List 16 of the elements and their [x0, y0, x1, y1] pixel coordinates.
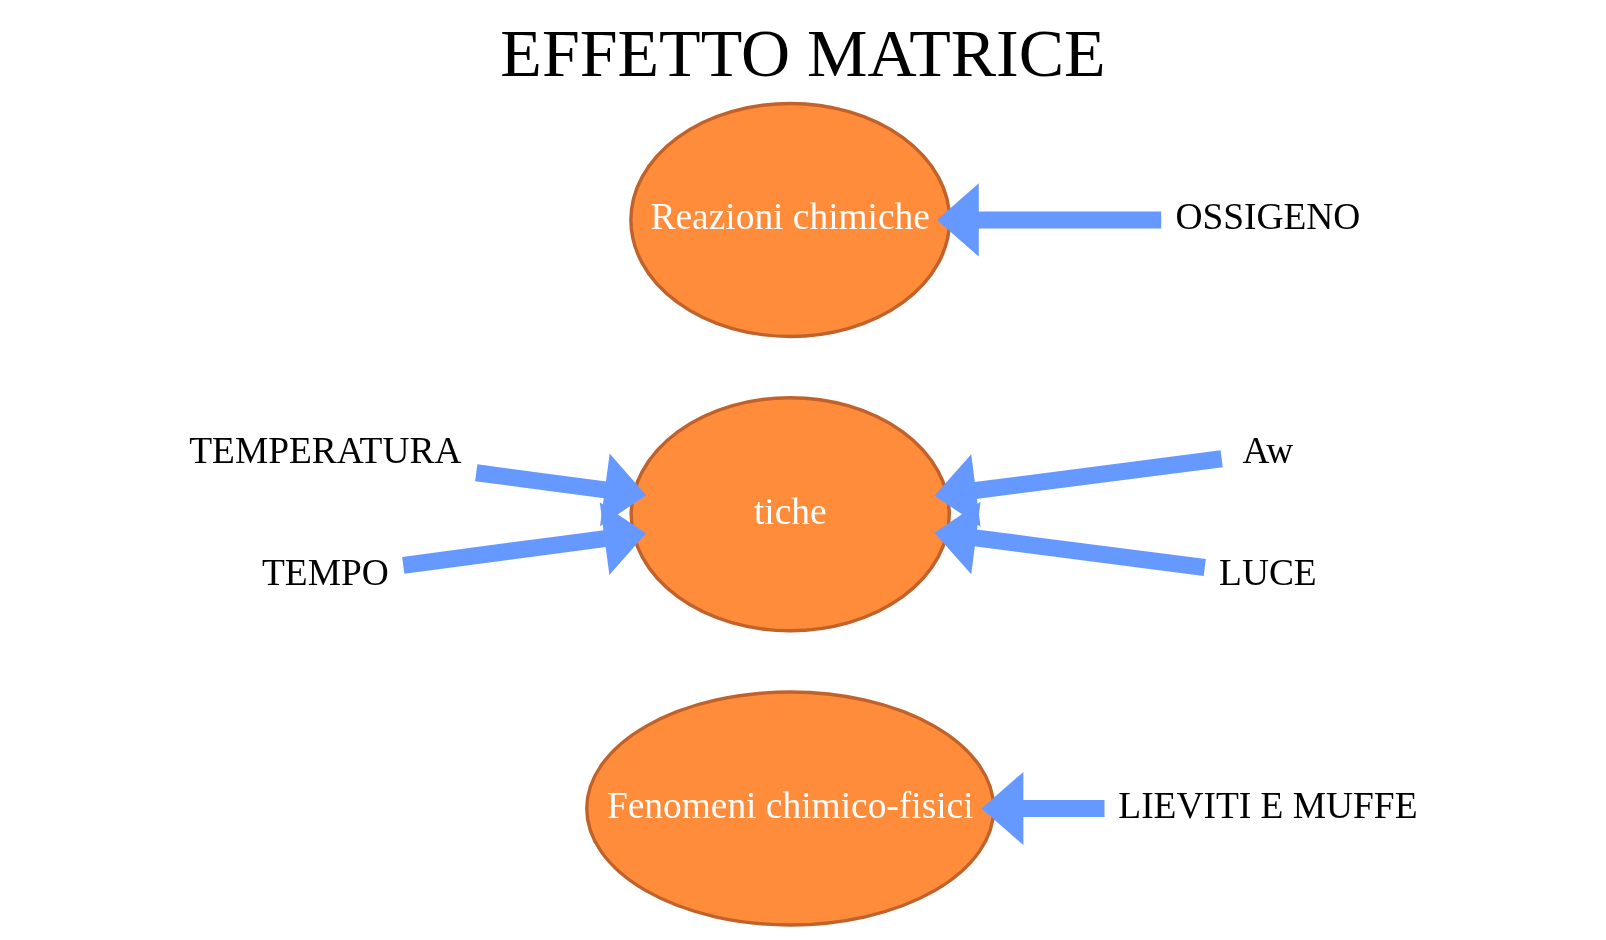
arrow	[981, 771, 1105, 846]
node-text: TEMPERATURA	[189, 429, 462, 471]
node-text: OSSIGENO	[1175, 196, 1361, 238]
node-text: TEMPO	[261, 551, 389, 593]
node-text: LIEVITI E MUFFE	[1118, 785, 1418, 827]
arrow	[936, 183, 1162, 257]
arrow	[934, 450, 1223, 527]
arrow	[475, 453, 647, 527]
node-text: Aw	[1242, 429, 1294, 471]
node-ellipse: Fenomeni chimico-fisici	[585, 690, 996, 927]
node-ellipse: tiche	[629, 396, 951, 633]
arrow	[402, 502, 647, 575]
diagram-title: EFFETTO MATRICE	[500, 15, 1106, 92]
arrow	[934, 501, 1206, 576]
node-ellipse: Reazioni chimiche	[629, 101, 952, 339]
node-text: LUCE	[1219, 551, 1317, 593]
